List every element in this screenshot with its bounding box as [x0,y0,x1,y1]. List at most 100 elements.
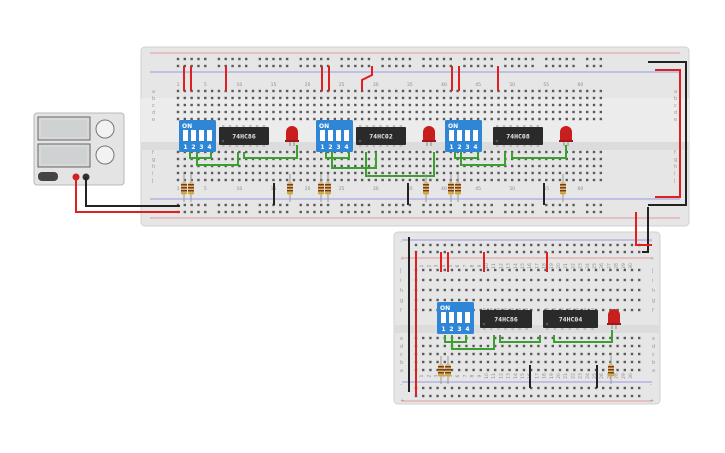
breadboard-hole[interactable] [333,171,337,175]
breadboard-hole[interactable] [429,210,432,214]
breadboard-hole[interactable] [580,360,583,364]
breadboard-hole[interactable] [551,171,555,175]
breadboard-hole[interactable] [450,360,454,364]
breadboard-hole[interactable] [524,210,528,214]
breadboard-hole[interactable] [238,164,241,168]
breadboard-hole[interactable] [609,336,612,340]
breadboard-hole[interactable] [551,150,555,154]
breadboard-hole[interactable] [313,150,316,154]
breadboard-hole[interactable] [429,268,432,272]
breadboard-hole[interactable] [510,103,514,107]
breadboard-hole[interactable] [367,164,371,168]
breadboard-hole[interactable] [238,110,241,114]
breadboard-hole[interactable] [515,368,518,372]
breadboard-hole[interactable] [251,110,255,114]
breadboard-hole[interactable] [551,103,555,107]
breadboard-hole[interactable] [217,157,221,161]
breadboard-hole[interactable] [367,117,371,121]
breadboard-hole[interactable] [586,64,589,68]
breadboard-hole[interactable] [594,344,598,348]
breadboard-hole[interactable] [538,178,541,182]
breadboard-hole[interactable] [292,117,296,121]
breadboard-hole[interactable] [580,268,583,272]
breadboard-hole[interactable] [638,308,641,312]
breadboard-hole[interactable] [217,210,221,214]
breadboard-hole[interactable] [245,178,248,182]
breadboard-hole[interactable] [443,288,446,292]
breadboard-hole[interactable] [408,89,412,93]
breadboard-hole[interactable] [360,64,364,68]
breadboard-hole[interactable] [326,110,330,114]
breadboard-hole[interactable] [326,117,330,121]
breadboard-hole[interactable] [279,171,282,175]
breadboard-hole[interactable] [360,110,364,114]
breadboard-hole[interactable] [408,103,412,107]
breadboard-hole[interactable] [422,243,425,247]
breadboard-hole[interactable] [510,117,514,121]
breadboard-hole[interactable] [381,164,384,168]
breadboard-hole[interactable] [436,268,439,272]
breadboard-hole[interactable] [258,89,262,93]
breadboard-hole[interactable] [449,164,452,168]
breadboard-hole[interactable] [483,157,487,161]
breadboard-hole[interactable] [599,171,603,175]
breadboard-hole[interactable] [183,157,187,161]
breadboard-hole[interactable] [456,110,459,114]
breadboard-hole[interactable] [458,336,461,340]
breadboard-hole[interactable] [544,352,547,356]
resistor[interactable] [181,174,187,202]
breadboard-hole[interactable] [515,360,518,364]
breadboard-hole[interactable] [333,117,337,121]
breadboard-hole[interactable] [483,210,487,214]
breadboard-hole[interactable] [436,394,439,398]
breadboard-hole[interactable] [388,178,391,182]
breadboard-hole[interactable] [367,103,371,107]
breadboard-hole[interactable] [573,298,576,302]
breadboard-hole[interactable] [494,268,497,272]
breadboard-hole[interactable] [616,368,619,372]
breadboard-hole[interactable] [442,89,446,93]
breadboard-hole[interactable] [333,110,337,114]
breadboard-hole[interactable] [630,298,634,302]
breadboard-hole[interactable] [450,386,454,390]
breadboard-hole[interactable] [456,171,459,175]
breadboard-hole[interactable] [522,394,526,398]
breadboard-hole[interactable] [572,110,575,114]
breadboard-hole[interactable] [367,89,371,93]
breadboard-hole[interactable] [320,171,323,175]
breadboard-hole[interactable] [566,288,569,292]
breadboard-hole[interactable] [231,57,234,61]
breadboard-hole[interactable] [245,210,248,214]
breadboard-hole[interactable] [544,344,547,348]
breadboard-hole[interactable] [285,96,289,100]
breadboard-hole[interactable] [354,210,357,214]
breadboard-hole[interactable] [347,178,350,182]
breadboard-hole[interactable] [609,352,612,356]
breadboard-hole[interactable] [544,288,547,292]
breadboard-hole[interactable] [501,336,504,340]
breadboard-hole[interactable] [609,243,612,247]
breadboard-hole[interactable] [472,360,475,364]
breadboard-hole[interactable] [320,96,323,100]
breadboard-hole[interactable] [401,117,405,121]
breadboard-hole[interactable] [472,250,475,254]
breadboard-hole[interactable] [299,64,302,68]
breadboard-hole[interactable] [573,336,576,340]
breadboard-hole[interactable] [504,64,507,68]
breadboard-hole[interactable] [551,203,555,207]
breadboard-hole[interactable] [238,117,241,121]
breadboard-hole[interactable] [429,157,432,161]
breadboard-hole[interactable] [501,278,504,282]
breadboard-hole[interactable] [388,96,391,100]
breadboard-hole[interactable] [497,157,500,161]
breadboard-hole[interactable] [449,210,452,214]
breadboard-hole[interactable] [401,57,405,61]
breadboard-hole[interactable] [599,103,603,107]
breadboard-hole[interactable] [630,243,634,247]
breadboard-hole[interactable] [422,103,425,107]
breadboard-hole[interactable] [551,288,554,292]
breadboard-hole[interactable] [510,110,514,114]
breadboard-hole[interactable] [538,103,541,107]
breadboard-hole[interactable] [285,64,289,68]
